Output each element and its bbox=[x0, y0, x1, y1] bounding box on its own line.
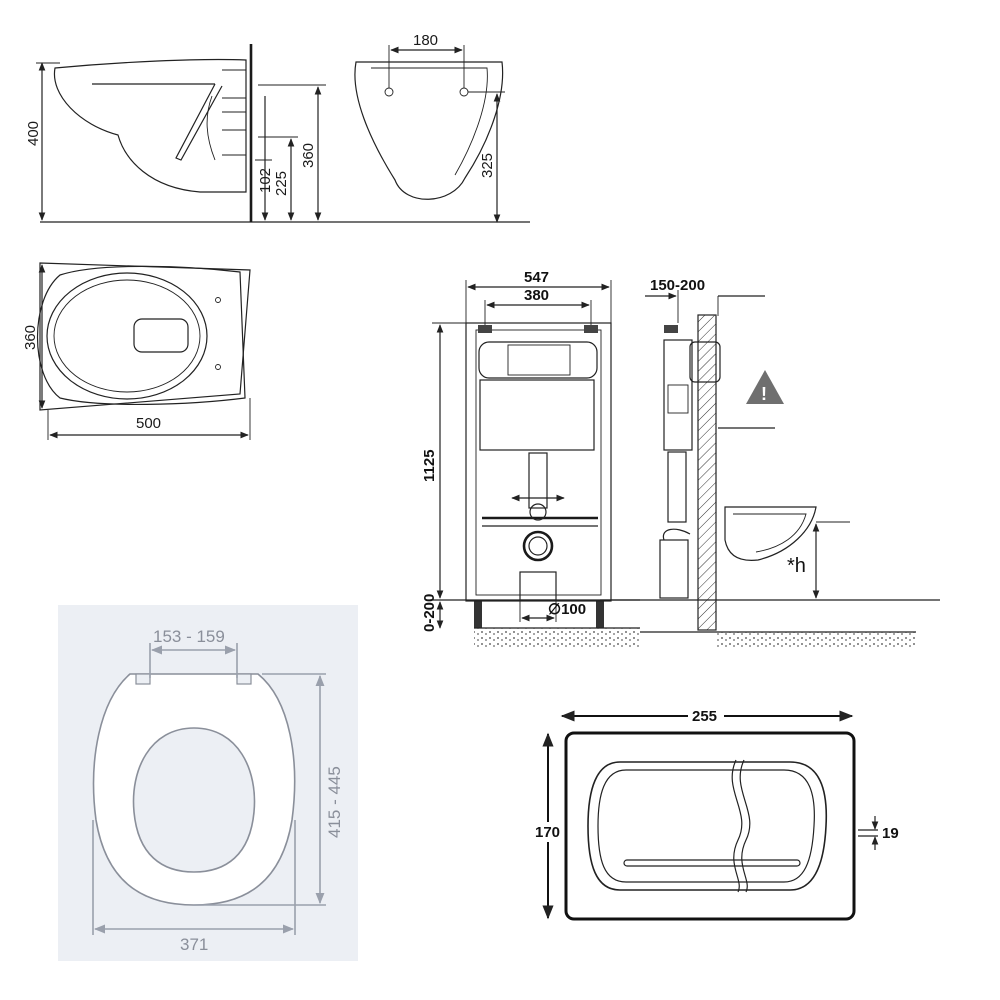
toilet-front-view: 180 325 bbox=[354, 32, 505, 223]
dim-0-200-label: 0-200 bbox=[421, 594, 438, 632]
dim-top-360-label: 360 bbox=[22, 325, 39, 350]
toilet-side-view: 400 360 225 102 bbox=[25, 44, 530, 223]
dim-150-200-label: 150-200 bbox=[650, 277, 705, 294]
dim-371-label: 371 bbox=[180, 935, 208, 954]
svg-text:!: ! bbox=[761, 384, 767, 404]
dim-225-label: 225 bbox=[273, 171, 290, 196]
split-line bbox=[731, 759, 743, 893]
dim-19-label: 19 bbox=[882, 825, 899, 842]
dim-400-label: 400 bbox=[25, 121, 42, 146]
dim-1125-label: 1125 bbox=[421, 449, 438, 482]
dim-170-label: 170 bbox=[535, 824, 560, 841]
dim-153-159-label: 153 - 159 bbox=[153, 627, 225, 646]
dim-547-label: 547 bbox=[524, 269, 549, 286]
dim-380-label: 380 bbox=[524, 287, 549, 304]
flush-pipe bbox=[528, 452, 548, 509]
warning-icon bbox=[746, 370, 784, 404]
dim-415-445-label: 415 - 445 bbox=[325, 766, 344, 838]
fixing-hole-right bbox=[459, 87, 469, 97]
drain-connector bbox=[522, 530, 554, 562]
dim-325-label: 325 bbox=[479, 153, 496, 178]
dim-h-label: *h bbox=[787, 555, 806, 577]
dim-360-label: 360 bbox=[300, 143, 317, 168]
installation-frame-side: 150-200 ! *h bbox=[600, 277, 940, 648]
seat-opening bbox=[132, 727, 256, 873]
bowl-outline bbox=[53, 58, 247, 193]
installation-frame-front: 547 380 1125 0-200 ∅100 bbox=[421, 269, 640, 648]
top-outline-frame bbox=[39, 262, 251, 411]
cistern-top bbox=[478, 341, 598, 379]
outlet-rect bbox=[133, 318, 189, 353]
dim-255-label: 255 bbox=[692, 708, 717, 725]
dim-pipe-label: ∅100 bbox=[548, 601, 586, 618]
cistern-side bbox=[663, 339, 693, 451]
hinge-right bbox=[236, 673, 252, 685]
wall-section bbox=[697, 314, 717, 631]
dim-180-label: 180 bbox=[413, 32, 438, 49]
seat-ring-outline bbox=[46, 272, 208, 400]
toilet-mounted bbox=[724, 506, 817, 561]
dim-102-label: 102 bbox=[257, 168, 274, 193]
flush-bar bbox=[623, 859, 801, 867]
flush-plate-outline bbox=[564, 731, 856, 921]
hinge-left bbox=[135, 673, 151, 685]
flush-button-outline bbox=[587, 761, 828, 891]
flush-plate-view: 255 170 19 bbox=[535, 706, 899, 921]
toilet-seat-view: 153 - 159 415 - 445 371 bbox=[58, 605, 358, 961]
fixing-hole-left bbox=[384, 87, 394, 97]
cistern-body bbox=[479, 379, 595, 451]
frame-outline bbox=[465, 322, 612, 602]
dim-500-label: 500 bbox=[136, 415, 161, 432]
toilet-top-view: 360 500 bbox=[22, 262, 251, 440]
